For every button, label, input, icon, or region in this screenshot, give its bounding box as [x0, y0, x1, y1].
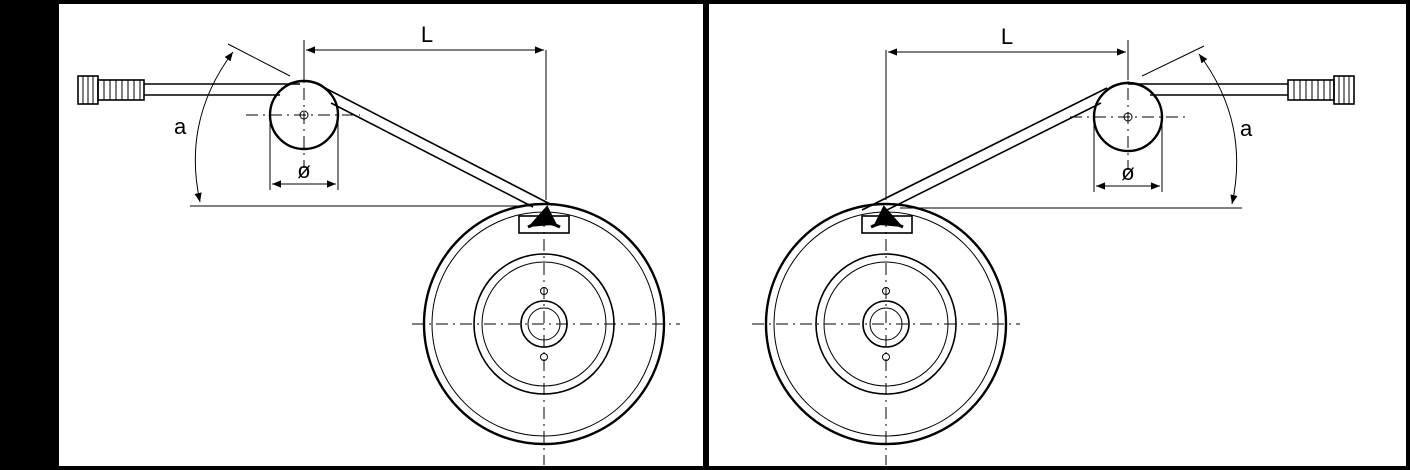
- left-dimensions: L ø a: [174, 22, 547, 207]
- right-reel-assembly: [752, 40, 1355, 465]
- right-angle-label: a: [1240, 116, 1253, 141]
- side-bar: [0, 0, 55, 470]
- right-dimensions: L ø a: [885, 24, 1253, 209]
- left-hose-fitting: [77, 75, 145, 105]
- right-diameter-label: ø: [1121, 160, 1134, 185]
- left-belt-top: [324, 87, 553, 206]
- left-length-label: L: [421, 22, 433, 47]
- left-diameter-label: ø: [297, 158, 310, 183]
- right-hose-fitting: [1287, 75, 1355, 105]
- right-panel-border: [705, 0, 1410, 470]
- left-belt-bottom: [330, 102, 534, 208]
- right-belt-bottom: [884, 102, 1102, 212]
- right-reel-outer: [764, 202, 1008, 446]
- left-reel-assembly: [77, 40, 680, 465]
- right-rotation-arrow-icon: [870, 205, 904, 229]
- left-angle-label: a: [174, 114, 187, 139]
- left-rotation-arrow-icon: [527, 205, 561, 229]
- right-length-label: L: [1001, 24, 1013, 49]
- right-belt-top: [861, 87, 1108, 211]
